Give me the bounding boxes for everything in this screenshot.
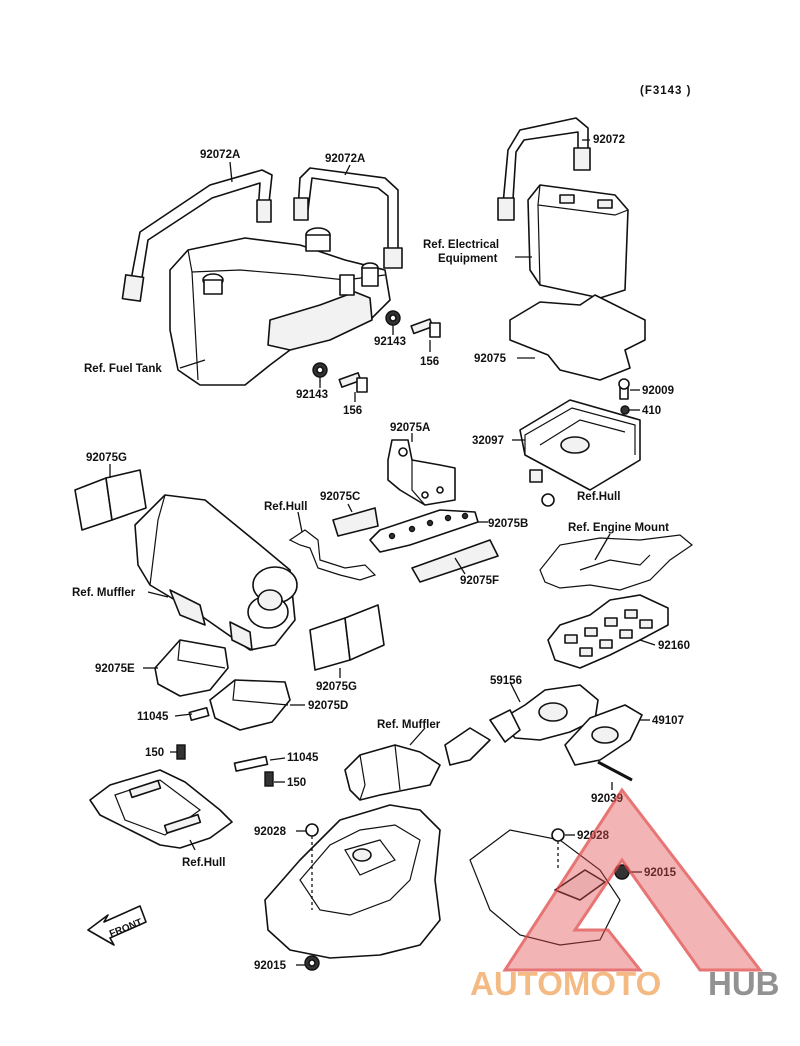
part-label-11045: 11045	[287, 752, 319, 764]
watermark-triangle-icon	[502, 787, 764, 972]
bracket-group	[288, 439, 499, 583]
part-label-156: 156	[420, 356, 439, 368]
part-label-59156: 59156	[490, 675, 522, 687]
part-label-92072a: 92072A	[200, 149, 240, 161]
part-label-92028: 92028	[254, 826, 287, 838]
ref-label-engine-mount: Ref. Engine Mount	[568, 522, 669, 534]
part-label-92009: 92009	[642, 385, 674, 397]
part-label-49107: 49107	[652, 715, 684, 727]
part-label-92075e: 92075E	[95, 663, 135, 675]
part-labels: 92072A 92072A 92072 Ref. Electrical Equi…	[72, 134, 690, 972]
ref-label-muffler: Ref. Muffler	[72, 587, 136, 599]
part-label-11045: 11045	[137, 711, 169, 723]
part-label-92075: 92075	[474, 353, 507, 365]
hull-frame-group	[89, 769, 233, 849]
watermark-logo: AUTOMOTO HUB	[470, 787, 780, 1002]
front-arrow: FRONT	[87, 905, 147, 946]
watermark-text-hub: HUB	[708, 965, 780, 1002]
muffler-mount-group	[154, 604, 385, 787]
part-label-92075d: 92075D	[308, 700, 348, 712]
part-label-92075b: 92075B	[488, 518, 528, 530]
engine-mount-group	[539, 534, 693, 669]
part-label-150: 150	[287, 777, 306, 789]
ref-label-equipment: Equipment	[438, 253, 498, 265]
part-label-32097: 32097	[472, 435, 504, 447]
part-label-92075c: 92075C	[320, 491, 360, 503]
part-label-92143: 92143	[374, 336, 406, 348]
part-label-150: 150	[145, 747, 164, 759]
part-label-92160: 92160	[658, 640, 690, 652]
part-label-92072a: 92072A	[325, 153, 365, 165]
muffler-group	[74, 469, 298, 651]
watermark-text-automoto: AUTOMOTO	[470, 965, 661, 1002]
ref-label-fuel-tank: Ref. Fuel Tank	[84, 363, 162, 375]
part-label-92075g: 92075G	[86, 452, 127, 464]
part-label-156: 156	[343, 405, 362, 417]
ref-label-hull: Ref.Hull	[264, 501, 307, 513]
ref-label-muffler: Ref. Muffler	[377, 719, 441, 731]
part-label-92072: 92072	[593, 134, 625, 146]
part-label-92143: 92143	[296, 389, 328, 401]
part-label-92015: 92015	[644, 867, 677, 879]
part-label-92075a: 92075A	[390, 422, 430, 434]
diagram-code: (F3143 )	[640, 85, 691, 97]
ref-label-hull: Ref.Hull	[577, 491, 620, 503]
leader-lines	[109, 139, 656, 966]
ref-label-hull: Ref.Hull	[182, 857, 225, 869]
part-label-410: 410	[642, 405, 661, 417]
exhaust-group	[344, 684, 643, 801]
hull-group	[264, 804, 630, 971]
part-label-92075f: 92075F	[460, 575, 499, 587]
battery-group	[497, 117, 646, 507]
part-label-92075g: 92075G	[316, 681, 357, 693]
part-label-92015: 92015	[254, 960, 287, 972]
ref-label-electrical: Ref. Electrical	[423, 239, 499, 251]
fuel-tank-group	[121, 167, 441, 393]
